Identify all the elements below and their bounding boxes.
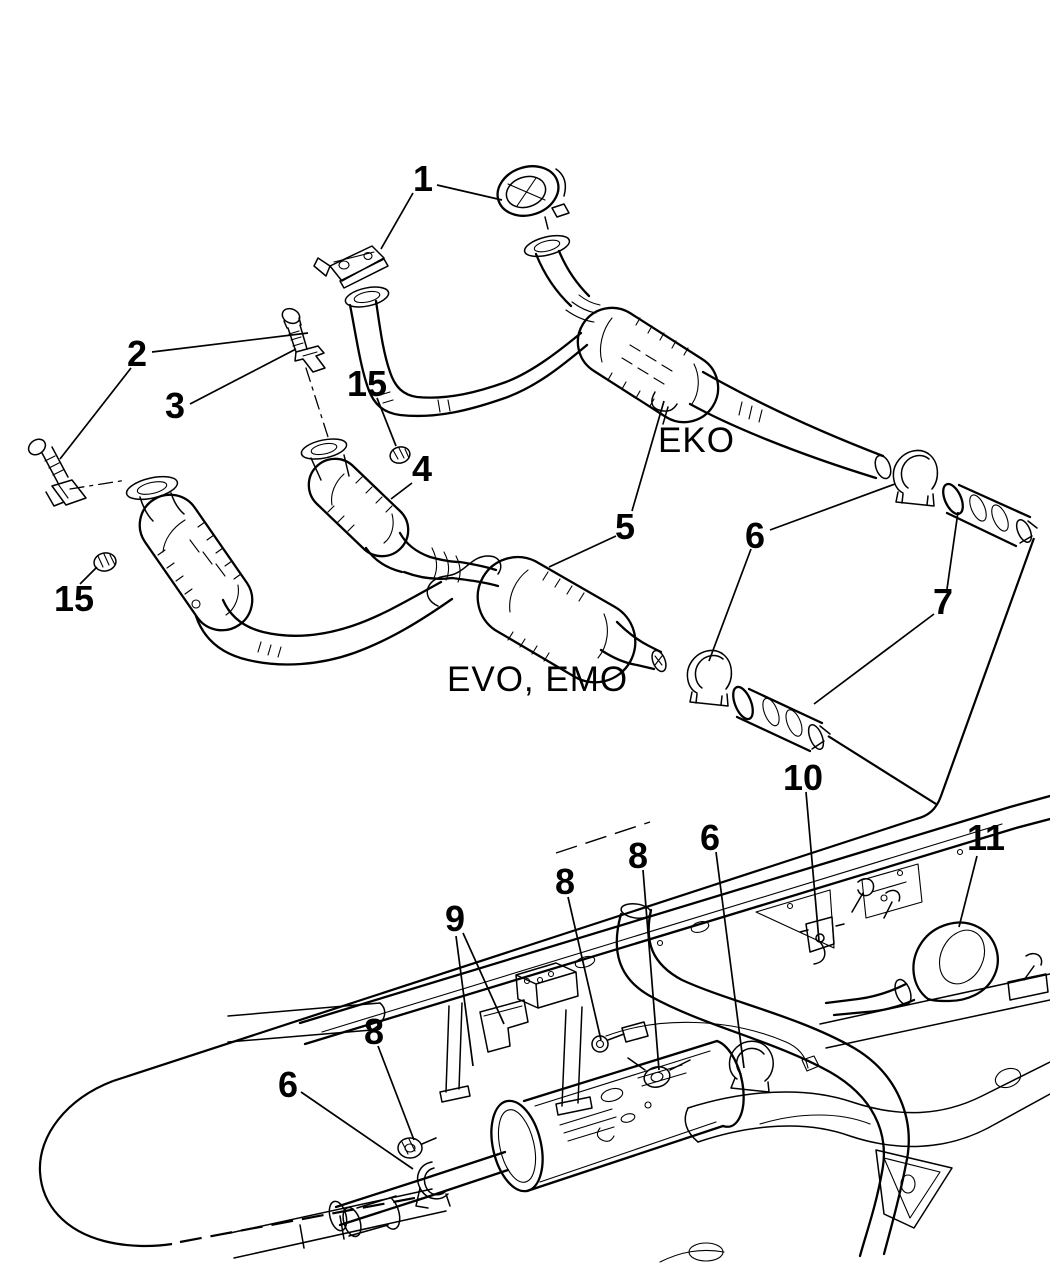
tailpipe <box>615 903 910 1258</box>
callout-7: 7 <box>933 581 953 622</box>
flange-nut <box>93 552 117 572</box>
pipe-clamp <box>686 649 733 707</box>
pipe-clamp <box>728 1040 774 1093</box>
extension-pipe <box>942 482 1038 548</box>
frame-rail-left <box>227 1002 447 1259</box>
bolt-axis-line <box>69 479 128 490</box>
pipe-clamp <box>892 449 939 507</box>
frame-rail <box>298 794 1050 1046</box>
upper-assemblies <box>27 165 1038 753</box>
variant-label-evo-emo: EVO, EMO <box>447 660 628 699</box>
outlet-pipe-eko <box>688 370 892 480</box>
callout-3: 3 <box>165 385 185 426</box>
callout-5: 5 <box>615 506 635 547</box>
resonator <box>476 555 637 684</box>
hanger-insulator <box>397 1137 437 1159</box>
flange-nut <box>389 446 411 464</box>
bolt-axis-line <box>305 367 329 438</box>
sensor-cable <box>605 1021 820 1072</box>
callout-15-upper: 15 <box>347 363 387 404</box>
extension-pipe <box>732 685 831 753</box>
callout-8-mid: 8 <box>628 835 648 876</box>
catalytic-converter-left <box>138 493 254 632</box>
y-junction-pipe <box>402 547 502 607</box>
chassis-view <box>227 794 1050 1263</box>
support-bracket <box>439 889 835 1116</box>
band-clamp <box>496 165 570 230</box>
callout-9: 9 <box>445 898 465 939</box>
crossmember <box>659 1061 1050 1263</box>
callout-8-left: 8 <box>555 861 575 902</box>
callout-6-lower: 6 <box>278 1064 298 1105</box>
flange-gasket <box>523 234 571 258</box>
seal-plate <box>313 245 389 289</box>
callout-6-mid: 6 <box>700 817 720 858</box>
front-pipe-right <box>534 249 601 323</box>
phantom-position-outline <box>38 537 1036 1248</box>
callout-8-lower: 8 <box>364 1011 384 1052</box>
callout-15-lower: 15 <box>54 578 94 619</box>
muffler-inlet-pipe <box>328 1150 510 1238</box>
front-pipe-left <box>348 299 589 418</box>
hanger-bracket <box>294 345 326 373</box>
frame-hanger <box>799 878 1043 981</box>
inlet-flange <box>300 438 350 481</box>
callout-2: 2 <box>127 333 147 374</box>
flange-gasket <box>344 286 390 308</box>
catalytic-converter-eko <box>576 306 720 425</box>
hanger-bracket <box>45 479 87 507</box>
hanger-bolt <box>281 307 308 353</box>
resonator-outlet-pipe <box>599 620 667 673</box>
catalytic-converter-mini <box>307 457 432 574</box>
hanger-bolt <box>27 438 69 484</box>
callout-numbers: 1 2 3 15 15 4 5 6 7 10 8 8 6 9 8 6 11 <box>54 158 1005 1105</box>
callout-11: 11 <box>967 817 1005 858</box>
frame-rail-rear <box>819 863 1050 1049</box>
exhaust-tip <box>824 921 999 1017</box>
callout-1: 1 <box>413 158 433 199</box>
inlet-flange <box>125 475 185 522</box>
callout-10: 10 <box>783 757 823 798</box>
leader-lines <box>59 184 978 1170</box>
callout-6-upper: 6 <box>745 515 765 556</box>
variant-label-eko: EKO <box>658 421 735 460</box>
hanger-clamp <box>415 1161 451 1209</box>
muffler <box>490 1039 745 1193</box>
hanger-insulator <box>627 1057 691 1088</box>
converter-outlet-pipe <box>191 580 454 666</box>
callout-4: 4 <box>412 448 432 489</box>
